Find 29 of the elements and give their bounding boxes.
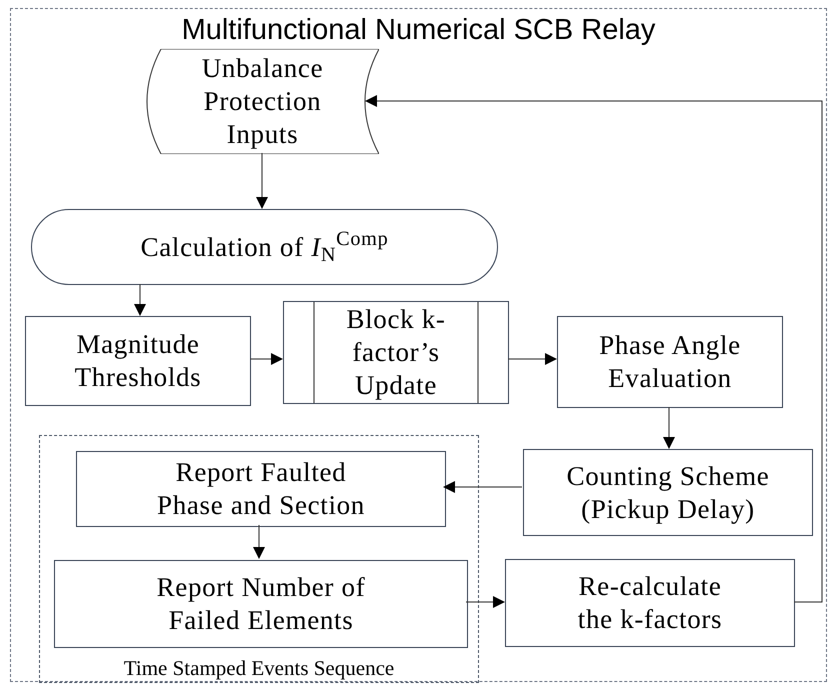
process-box [54,560,468,648]
process-box [557,316,783,408]
node-label: Unbalance Protection Inputs [200,52,324,151]
node-label: Re-calculate the k-factors [576,570,724,636]
node-label: Report Number of Failed Elements [156,571,366,637]
arrow [134,284,146,316]
dashed-frame [10,8,827,682]
node-label: Phase Angle Evaluation [598,329,742,395]
process-box [523,449,813,536]
frame-heading: Multifunctional Numerical SCB Relay [182,13,656,47]
node-label: Counting Scheme (Pickup Delay) [566,460,770,526]
node-label: Block k-factor’s Update [345,303,447,402]
arrow [466,596,505,608]
arrow [443,481,522,493]
node-label: Magnitude Thresholds [74,328,202,394]
arrow [256,152,268,209]
dashed-group [39,435,479,683]
arrow [663,406,675,449]
node-label: Report Faulted Phase and Section [156,456,366,522]
process-box [25,316,251,406]
arrow [250,353,283,365]
process-box [76,451,446,527]
arrow [508,353,557,365]
group-heading: Time Stamped Events Sequence [124,656,394,680]
arrow [253,524,265,559]
predefined-process-box [283,301,509,404]
input-shape [146,49,379,154]
process-box [505,559,795,647]
arrow [365,95,822,602]
